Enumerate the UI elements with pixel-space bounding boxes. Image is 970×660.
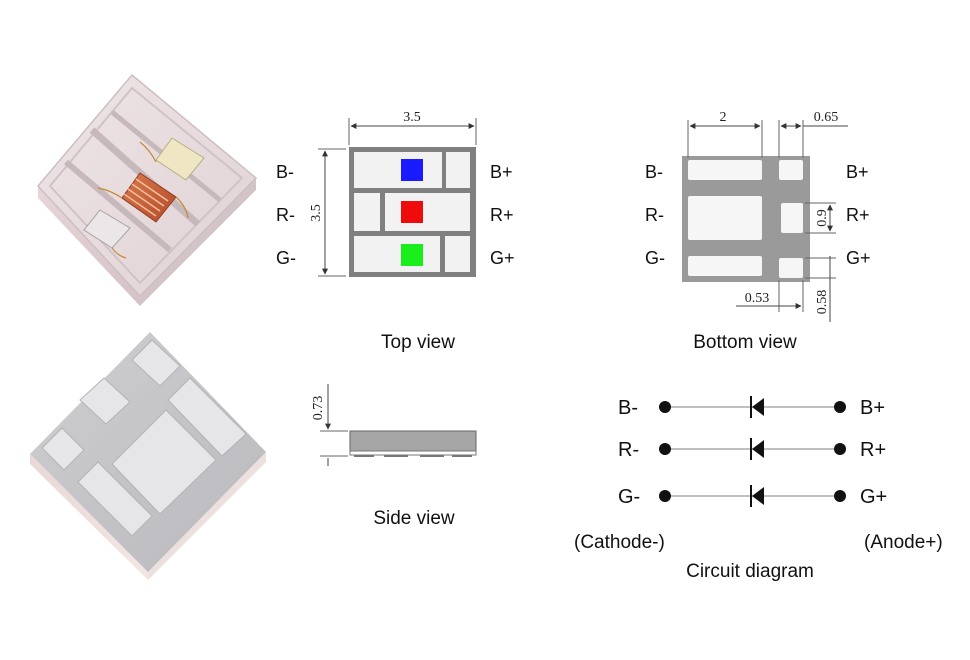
circuit-node-b-cathode — [659, 401, 671, 413]
green-chip — [155, 137, 205, 181]
top-view-drawing: 3.5 3.5 B- R- G- B+ R+ G+ Top view — [276, 110, 515, 353]
package-divider-2 — [64, 159, 172, 253]
circuit-label-g-plus: G+ — [860, 486, 887, 508]
package-left-side — [38, 186, 140, 306]
top-height-dimension: 3.5 — [309, 204, 324, 222]
red-chip-lines — [123, 178, 169, 217]
bottom-pad-r-minus — [688, 196, 762, 240]
circuit-node-b-anode — [834, 401, 846, 413]
circuit-label-r-minus: R- — [618, 439, 639, 461]
circuit-node-r-anode — [834, 443, 846, 455]
package-inner-frame — [48, 86, 244, 285]
circuit-label-b-plus: B+ — [860, 397, 885, 419]
diode-r-symbol — [752, 440, 764, 458]
bottom-pin-g-minus: G- — [645, 248, 665, 268]
package-bottom-right-edge — [148, 452, 266, 580]
bottom-pad-b-plus — [779, 160, 803, 180]
top-pin-b-minus: B- — [276, 162, 294, 182]
blue-led-chip — [401, 159, 423, 181]
package-right-side — [140, 178, 256, 306]
anode-label: (Anode+) — [864, 532, 943, 553]
top-pin-r-minus: R- — [276, 205, 295, 225]
led-package-bottom-photo — [30, 332, 266, 580]
green-led-chip — [401, 244, 423, 266]
bottom-pad-3 — [167, 377, 247, 457]
bottom-pad-r-plus — [781, 203, 803, 233]
bottom-pin-g-plus: G+ — [846, 248, 871, 268]
circuit-label-b-minus: B- — [618, 397, 638, 419]
bottom-pin-b-minus: B- — [645, 162, 663, 182]
bottom-dim-pad-gap: 0.53 — [745, 291, 770, 306]
bottom-pad-g-minus — [688, 256, 762, 276]
circuit-label-g-minus: G- — [618, 486, 640, 508]
circuit-label-r-plus: R+ — [860, 439, 886, 461]
circuit-node-r-cathode — [659, 443, 671, 455]
circuit-node-g-cathode — [659, 490, 671, 502]
top-pin-b-plus: B+ — [490, 162, 513, 182]
circuit-diagram-caption: Circuit diagram — [686, 561, 814, 582]
bond-wires — [97, 141, 189, 259]
bottom-dim-pad-length: 0.58 — [815, 290, 830, 315]
top-pad-b-plus — [446, 152, 470, 188]
circuit-diagram: B- R- G- B+ R+ G+ (Cathode-) (Anode+) Ci… — [574, 396, 943, 582]
led-package-top-photo — [36, 73, 258, 306]
bottom-pin-b-plus: B+ — [846, 162, 869, 182]
top-view-caption: Top view — [381, 332, 455, 353]
bottom-pin-r-minus: R- — [645, 205, 664, 225]
top-width-dimension: 3.5 — [403, 110, 421, 125]
bottom-dim-pad-small: 0.65 — [814, 110, 839, 125]
bottom-pad-center — [111, 409, 217, 515]
diode-b-symbol — [752, 398, 764, 416]
top-pin-r-plus: R+ — [490, 205, 514, 225]
cathode-label: (Cathode-) — [574, 532, 665, 553]
top-pad-r-minus — [354, 193, 380, 231]
bottom-pad-4 — [41, 427, 85, 471]
bottom-pin-r-plus: R+ — [846, 205, 870, 225]
bottom-pad-g-plus — [779, 258, 803, 278]
circuit-node-g-anode — [834, 490, 846, 502]
bottom-dim-pad-height: 0.9 — [815, 209, 830, 227]
side-height-dimension: 0.73 — [311, 396, 326, 421]
red-led-chip — [401, 201, 423, 223]
top-cavity-blue — [354, 152, 442, 188]
top-pin-g-plus: G+ — [490, 248, 515, 268]
bottom-view-drawing: 2 0.65 0.9 0.58 0.53 B- R- G- B+ R+ G+ B… — [645, 110, 871, 353]
bottom-pad-5 — [77, 461, 153, 537]
side-view-caption: Side view — [373, 508, 455, 529]
package-bottom-left-edge — [30, 454, 148, 580]
top-pin-g-minus: G- — [276, 248, 296, 268]
top-cavity-green — [354, 236, 440, 272]
side-package-base — [349, 450, 477, 456]
side-package-body — [349, 430, 477, 452]
top-pad-g-plus — [445, 236, 470, 272]
bottom-view-caption: Bottom view — [693, 332, 797, 353]
bottom-pad-b-minus — [688, 160, 762, 180]
diode-g-symbol — [752, 487, 764, 505]
top-cavity-red — [385, 193, 470, 231]
side-view-drawing: 0.73 Side view — [311, 384, 477, 529]
bottom-pad-1 — [131, 339, 181, 387]
bottom-dim-pad-width: 2 — [720, 110, 727, 125]
bottom-pad-2 — [79, 377, 131, 425]
